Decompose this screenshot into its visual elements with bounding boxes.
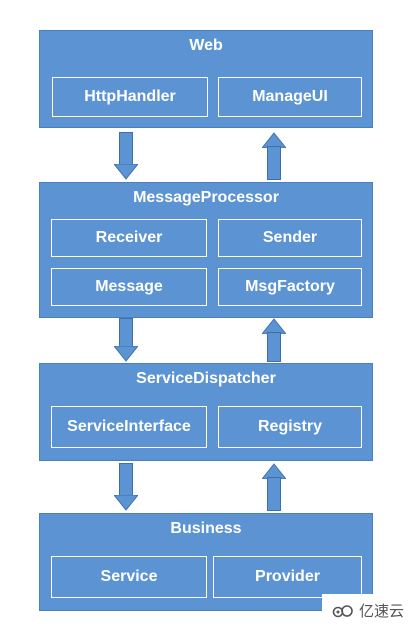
module-registry: Registry bbox=[218, 406, 362, 448]
arrow-down-web-to-messageprocessor bbox=[114, 132, 138, 180]
arrow-down-servicedispatcher-to-business bbox=[114, 463, 138, 511]
module-msgfactory: MsgFactory bbox=[218, 268, 362, 306]
module-sender: Sender bbox=[218, 219, 362, 257]
arrow-down-messageprocessor-to-servicedispatcher bbox=[114, 318, 138, 362]
watermark: 亿速云 bbox=[322, 594, 416, 627]
module-serviceinterface: ServiceInterface bbox=[51, 406, 207, 448]
layer-business: Business Service Provider bbox=[39, 513, 373, 611]
layer-web: Web HttpHandler ManageUI bbox=[39, 30, 373, 128]
cloud-logo-icon bbox=[332, 604, 353, 617]
layer-title-web: Web bbox=[189, 37, 223, 54]
layer-title-business: Business bbox=[170, 520, 242, 537]
module-provider: Provider bbox=[213, 556, 362, 598]
arrow-up-servicedispatcher-to-messageprocessor bbox=[262, 318, 286, 362]
arrow-up-messageprocessor-to-web bbox=[262, 132, 286, 180]
layer-title-messageprocessor: MessageProcessor bbox=[133, 189, 279, 206]
layer-messageprocessor: MessageProcessor Receiver Sender Message… bbox=[39, 182, 373, 318]
module-message: Message bbox=[51, 268, 207, 306]
layer-title-servicedispatcher: ServiceDispatcher bbox=[136, 370, 276, 387]
module-receiver: Receiver bbox=[51, 219, 207, 257]
module-service: Service bbox=[51, 556, 207, 598]
module-manageui: ManageUI bbox=[218, 77, 362, 117]
layer-servicedispatcher: ServiceDispatcher ServiceInterface Regis… bbox=[39, 363, 373, 461]
watermark-text: 亿速云 bbox=[359, 603, 405, 620]
arrow-up-business-to-servicedispatcher bbox=[262, 463, 286, 511]
module-httphandler: HttpHandler bbox=[52, 77, 208, 117]
